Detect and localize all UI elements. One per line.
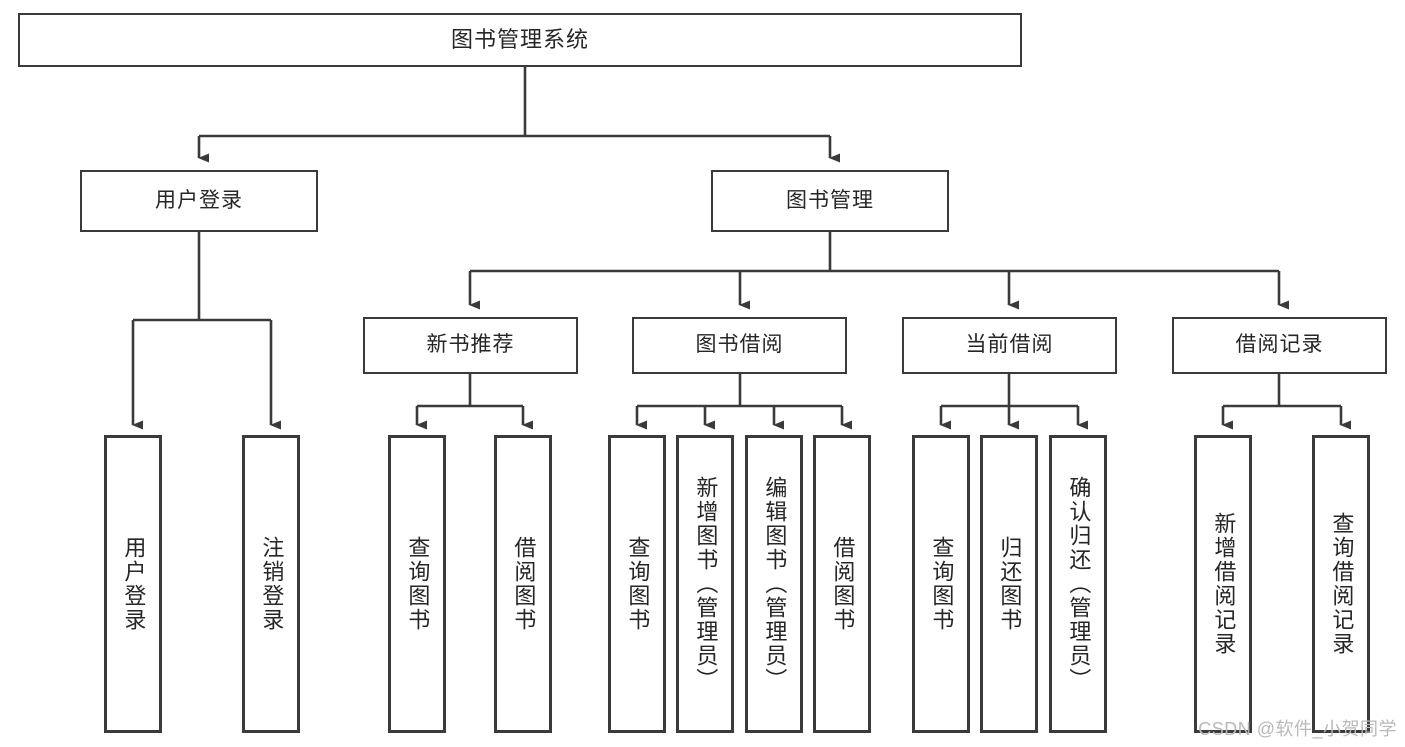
leaf-new-book-borrow[interactable]: 借阅图书 xyxy=(494,435,552,733)
node-root-system[interactable]: 图书管理系统 xyxy=(18,13,1022,67)
node-new-book-recommend[interactable]: 新书推荐 xyxy=(363,317,578,374)
leaf-borrow-query-book[interactable]: 查询图书 xyxy=(608,435,666,733)
leaf-borrow-add-book-admin[interactable]: 新增图书（管理员） xyxy=(676,435,734,733)
node-label: 新增借阅记录 xyxy=(1211,512,1237,656)
node-label: 查询图书 xyxy=(929,536,955,632)
node-label: 新增图书（管理员） xyxy=(693,476,719,692)
node-borrow-record[interactable]: 借阅记录 xyxy=(1172,317,1387,374)
leaf-user-login-logout[interactable]: 注销登录 xyxy=(242,435,300,733)
node-label: 图书借阅 xyxy=(695,333,784,357)
node-label: 确认归还（管理员） xyxy=(1066,476,1092,692)
leaf-current-confirm-return-admin[interactable]: 确认归还（管理员） xyxy=(1049,435,1107,733)
node-book-management[interactable]: 图书管理 xyxy=(711,170,949,232)
leaf-current-return-book[interactable]: 归还图书 xyxy=(980,435,1038,733)
leaf-record-query-record[interactable]: 查询借阅记录 xyxy=(1312,435,1370,733)
node-label: 借阅图书 xyxy=(511,536,537,632)
node-label: 新书推荐 xyxy=(426,333,515,357)
node-label: 图书管理系统 xyxy=(450,27,589,53)
node-label: 注销登录 xyxy=(259,536,285,632)
leaf-borrow-borrow-book[interactable]: 借阅图书 xyxy=(813,435,871,733)
node-label: 查询图书 xyxy=(405,536,431,632)
node-label: 编辑图书（管理员） xyxy=(762,476,788,692)
node-current-borrow[interactable]: 当前借阅 xyxy=(902,317,1117,374)
node-label: 用户登录 xyxy=(121,536,147,632)
leaf-user-login-login[interactable]: 用户登录 xyxy=(104,435,162,733)
leaf-record-add-record[interactable]: 新增借阅记录 xyxy=(1194,435,1252,733)
node-label: 归还图书 xyxy=(997,536,1023,632)
node-user-login[interactable]: 用户登录 xyxy=(80,170,318,232)
leaf-borrow-edit-book-admin[interactable]: 编辑图书（管理员） xyxy=(745,435,803,733)
node-label: 查询借阅记录 xyxy=(1329,512,1355,656)
node-label: 用户登录 xyxy=(155,188,243,212)
node-label: 当前借阅 xyxy=(965,333,1054,357)
node-label: 图书管理 xyxy=(786,188,874,212)
node-book-borrow[interactable]: 图书借阅 xyxy=(632,317,847,374)
leaf-new-book-query[interactable]: 查询图书 xyxy=(388,435,446,733)
leaf-current-query-book[interactable]: 查询图书 xyxy=(912,435,970,733)
node-label: 借阅记录 xyxy=(1235,333,1324,357)
node-label: 查询图书 xyxy=(625,536,651,632)
node-label: 借阅图书 xyxy=(830,536,856,632)
